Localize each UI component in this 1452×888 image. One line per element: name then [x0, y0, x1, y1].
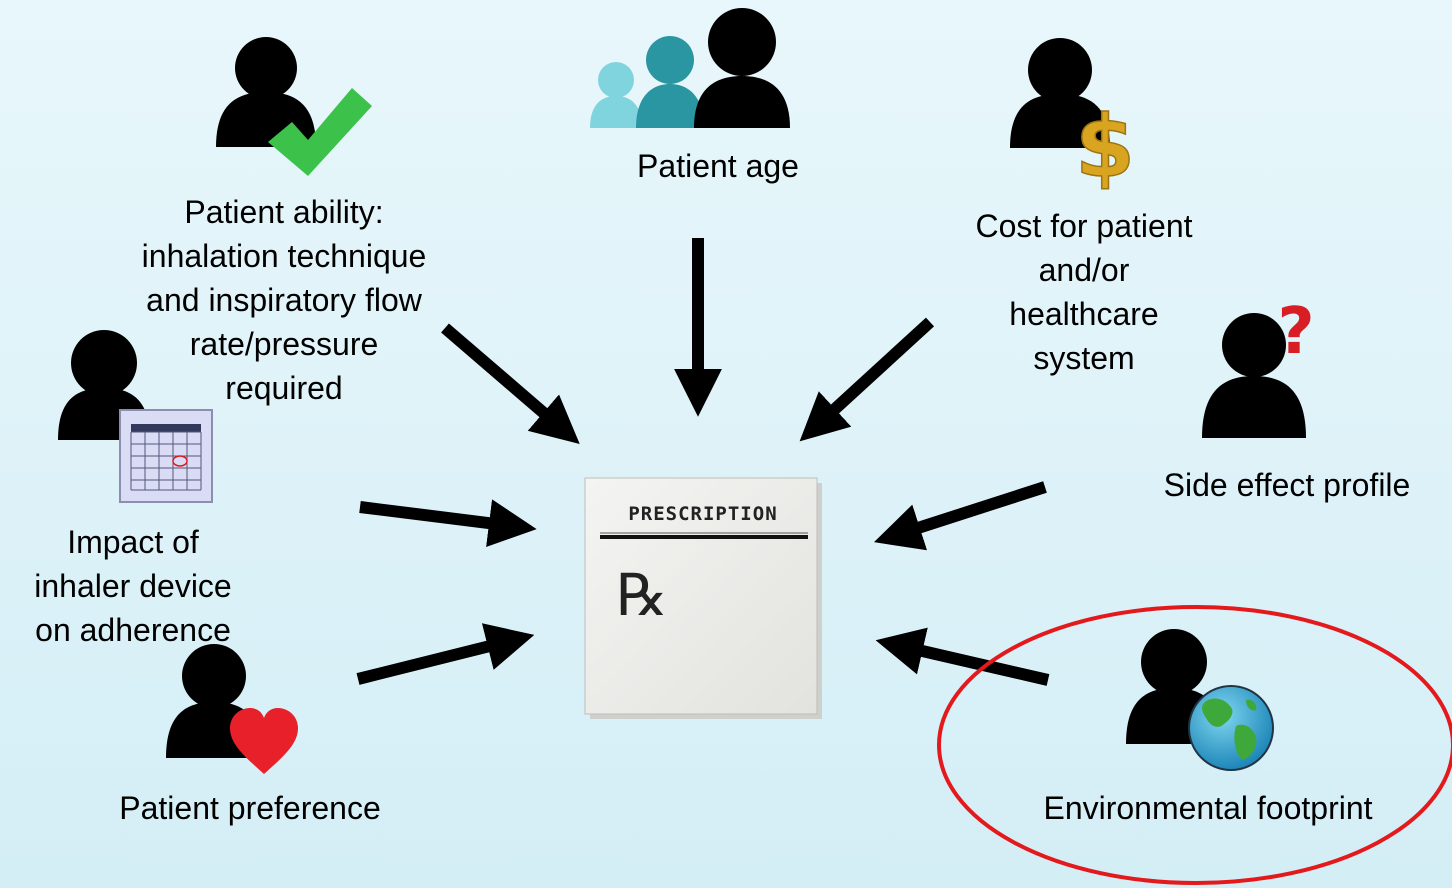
heart-icon	[230, 708, 298, 774]
globe-icon	[1188, 685, 1274, 771]
label-line: Impact of	[67, 524, 199, 560]
arrow-environment	[875, 627, 1050, 686]
check-icon	[268, 88, 372, 176]
person-icon	[1202, 313, 1306, 438]
prescription-pad: PRESCRIPTION ℞	[584, 477, 822, 719]
label-line: Patient ability:	[184, 194, 384, 230]
highlight-ring	[937, 605, 1452, 885]
arrow-side-effects	[874, 481, 1047, 551]
label-line: on adherence	[35, 612, 231, 648]
label-line: healthcare	[1009, 296, 1159, 332]
label-cost: Cost for patient and/or healthcare syste…	[934, 204, 1234, 380]
label-line: rate/pressure	[189, 326, 379, 362]
family-icon	[590, 8, 790, 128]
arrow-cost	[799, 317, 935, 442]
person-icon	[1010, 38, 1110, 148]
label-side-effect-profile: Side effect profile	[1163, 467, 1411, 503]
rx-symbol: ℞	[616, 561, 668, 629]
arrow-adherence	[359, 499, 537, 547]
label-line: inhalation technique	[141, 238, 427, 274]
label-line: and inspiratory flow	[146, 282, 422, 318]
question-mark-icon: ?	[1277, 295, 1314, 369]
label-line: inhaler device	[34, 568, 232, 604]
label-line: system	[1033, 340, 1135, 376]
person-icon	[216, 37, 316, 147]
calendar-icon	[119, 409, 213, 503]
arrow-preference	[356, 623, 535, 685]
arrow-ability	[441, 323, 580, 444]
prescription-heading: PRESCRIPTION	[628, 503, 777, 525]
label-patient-preference: Patient preference	[119, 790, 381, 826]
arrows	[356, 238, 1050, 686]
label-line: and/or	[1038, 252, 1130, 288]
label-patient-ability: Patient ability: inhalation technique an…	[114, 190, 454, 410]
label-line: Cost for patient	[975, 208, 1193, 244]
label-patient-age: Patient age	[637, 148, 799, 184]
label-adherence: Impact of inhaler device on adherence	[8, 520, 258, 652]
dollar-icon: $	[1075, 97, 1135, 197]
label-environmental-footprint: Environmental footprint	[1043, 790, 1373, 826]
label-line: required	[225, 370, 343, 406]
